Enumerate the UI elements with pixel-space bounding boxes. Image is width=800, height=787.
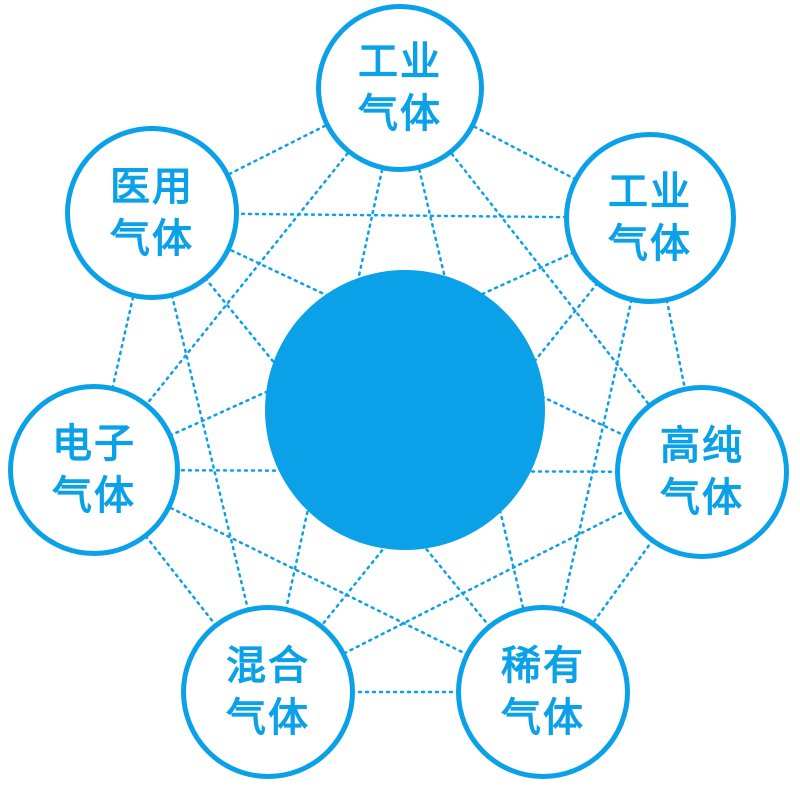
- node-label: 电子 气体: [52, 421, 136, 519]
- node-label: 混合 气体: [226, 643, 310, 741]
- node-label: 高纯 气体: [660, 423, 744, 521]
- node-rare-gas: 稀有 气体: [456, 605, 630, 779]
- node-label: 工业 气体: [358, 39, 442, 137]
- node-industrial-gas-top: 工业 气体: [316, 4, 484, 172]
- node-high-purity-gas: 高纯 气体: [615, 385, 789, 559]
- node-medical-gas: 医用 气体: [65, 126, 239, 300]
- node-label: 医用 气体: [110, 164, 194, 262]
- node-label: 稀有 气体: [501, 643, 585, 741]
- node-electronic-gas: 电子 气体: [8, 384, 180, 556]
- node-mixed-gas: 混合 气体: [181, 605, 355, 779]
- center-circle: [265, 270, 545, 550]
- node-industrial-gas-right: 工业 气体: [564, 132, 736, 304]
- node-label: 工业 气体: [608, 169, 692, 267]
